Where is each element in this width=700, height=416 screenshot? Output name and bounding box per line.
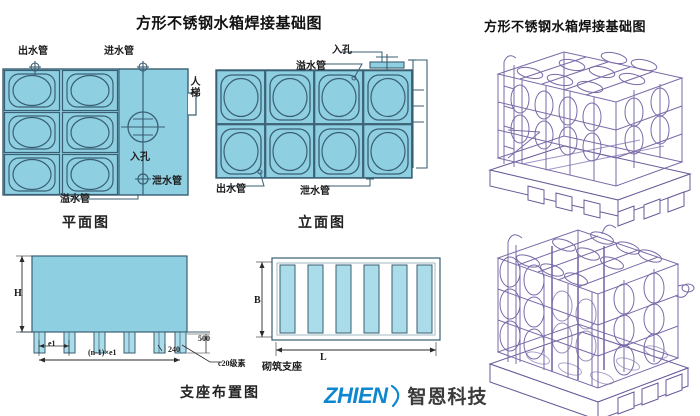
elevation-view-caption: 立面图 — [298, 216, 346, 231]
support-label-concrete: c20级素 — [218, 359, 246, 368]
plan-label-manhole: 入孔 — [130, 152, 150, 163]
support-dim-depth: 500 — [198, 334, 210, 343]
logo-swoosh-icon — [390, 384, 399, 407]
elevation-label-manhole: 入孔 — [332, 45, 352, 56]
support-plan-drawing — [256, 257, 441, 356]
support-dim-height: H — [14, 288, 22, 299]
elevation-label-drain-pipe: 泄水管 — [300, 186, 330, 197]
tank-3d-bottom-drawing — [488, 224, 695, 416]
plan-label-overflow-pipe: 溢水管 — [60, 194, 90, 205]
logo-chinese-text: 智恩科技 — [407, 387, 488, 408]
left-title: 方形不锈钢水箱焊接基础图 — [136, 16, 323, 32]
plan-label-outlet-pipe: 出水管 — [18, 46, 48, 57]
elevation-label-outlet-pipe: 出水管 — [216, 184, 246, 195]
support-label-masonry: 砌筑支座 — [262, 362, 302, 373]
plan-label-drain-pipe: 泄水管 — [152, 176, 182, 187]
support-dim-total-spacing: (n-1)×e1 — [88, 348, 117, 357]
right-title: 方形不锈钢水箱焊接基础图 — [484, 19, 647, 34]
support-dim-spacing: e1 — [48, 339, 56, 348]
support-dim-width-b: B — [254, 295, 261, 306]
elevation-label-overflow-pipe: 溢水管 — [296, 61, 326, 72]
elevation-view-drawing — [215, 51, 428, 187]
support-dim-length-l: L — [320, 352, 327, 363]
plan-view-drawing — [2, 61, 197, 200]
support-side-drawing — [16, 255, 222, 363]
support-layout-caption: 支座布置图 — [180, 386, 260, 401]
tank-3d-top-drawing — [488, 51, 692, 227]
plan-label-inlet-pipe: 进水管 — [104, 46, 134, 57]
plan-label-ladder: 人梯 — [188, 76, 199, 98]
plan-view-caption: 平面图 — [62, 216, 110, 231]
support-dim-edge: 240 — [168, 345, 180, 354]
logo-latin-text: ZHIEN — [324, 382, 388, 408]
brand-logo: ZHIEN 智恩科技 — [324, 382, 488, 409]
